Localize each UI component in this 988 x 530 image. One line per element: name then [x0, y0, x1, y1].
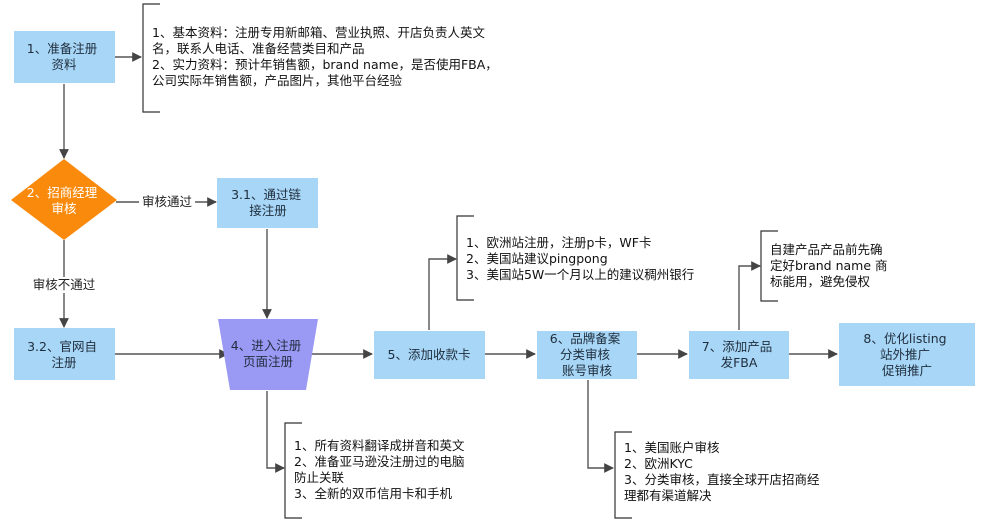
step-2-label: 2、招商经理 审核: [27, 185, 101, 216]
note-link-payment: [428, 254, 457, 330]
step-8-label: 8、优化listing 站外推广 促销推广: [863, 331, 950, 378]
note-register: 1、所有资料翻译成拼音和英文 2、准备亚马逊没注册过的电脑 防止关联 3、全新的…: [294, 438, 468, 501]
bracket-payment: [456, 215, 474, 301]
connectors: [59, 52, 838, 473]
note-link-register: [266, 391, 285, 473]
step-7-box[interactable]: [689, 331, 789, 379]
step-4-label: 4、进入注册 页面注册: [231, 338, 305, 369]
note-link-review: [587, 380, 614, 473]
bracket-register: [284, 422, 302, 519]
step-7-label: 7、添加产品 发FBA: [702, 339, 776, 370]
bracket-materials: [142, 3, 160, 113]
step-6-box[interactable]: [537, 331, 637, 379]
bracket-review: [614, 431, 632, 519]
step-5-label: 5、添加收款卡: [388, 347, 471, 362]
step-1-label: 1、准备注册 资料: [27, 41, 101, 72]
step-8-box[interactable]: [839, 323, 975, 386]
step-6-label: 6、品牌备案 分类审核 账号审核: [550, 331, 624, 378]
note-materials: 1、基本资料：注册专用新邮箱、营业执照、开店负责人英文 名，联系人电话、准备经营…: [152, 25, 502, 88]
edge-label-pass: 审核通过: [142, 194, 193, 209]
note-review: 1、美国账户审核 2、欧洲KYC 3、分类审核，直接全球开店招商经 理都有渠道解…: [624, 440, 823, 503]
bracket-trademark: [760, 230, 778, 302]
step-3-2-box[interactable]: [14, 328, 115, 380]
step-3-1-label: 3.1、通过链 接注册: [231, 187, 305, 218]
step-2-diamond[interactable]: [11, 159, 117, 240]
edge-label-pass-bg: [139, 194, 195, 210]
edge-label-fail: 审核不通过: [33, 277, 96, 292]
note-brackets: [142, 3, 778, 519]
step-3-1-box[interactable]: [217, 178, 318, 228]
step-1-box[interactable]: [14, 31, 115, 83]
step-3-2-label: 3.2、官网自 注册: [27, 339, 101, 370]
note-payment: 1、欧洲站注册，注册p卡，WF卡 2、美国站建议pingpong 3、美国站5W…: [466, 235, 694, 282]
step-5-box[interactable]: [374, 331, 485, 379]
note-link-trademark: [738, 261, 761, 330]
step-4-trapezoid[interactable]: [218, 319, 318, 390]
edge-label-fail-bg: [29, 277, 99, 293]
note-trademark: 自建产品产品前先确 定好brand name 商 标能用，避免侵权: [770, 242, 891, 289]
